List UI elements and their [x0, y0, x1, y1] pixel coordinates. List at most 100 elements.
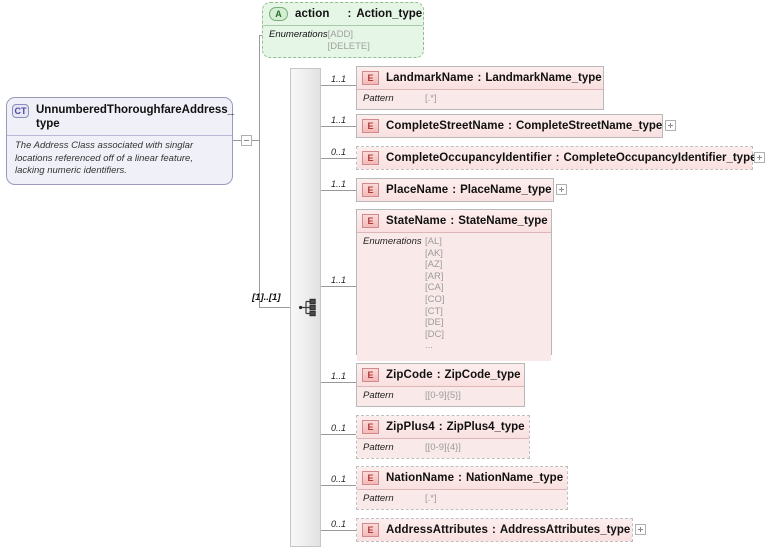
cardinality-element-2: 1..1: [331, 115, 347, 125]
connector-sequence-to-element-5: [319, 286, 356, 287]
element-facet-values: [[0-9]{4}]: [425, 442, 461, 453]
cardinality-element-5: 1..1: [331, 275, 347, 285]
attribute-name: action: [295, 8, 330, 20]
element-separator: :: [555, 152, 560, 164]
element-facet-label: Pattern: [363, 93, 394, 104]
attribute-separator: :: [347, 8, 352, 20]
cardinality-element-4: 1..1: [331, 179, 347, 189]
connector-sequence-to-element-7: [319, 434, 356, 435]
element-name: CompleteStreetName: [386, 120, 505, 132]
element-icon: E: [362, 420, 379, 434]
expand-toggle-completeoccupancyidentifier[interactable]: [754, 152, 765, 163]
element-node-addressattributes[interactable]: E AddressAttributes : AddressAttributes_…: [356, 518, 633, 542]
element-facet-values: [AL] [AK] [AZ] [AR] [CA] [CO] [CT] [DE] …: [425, 236, 445, 352]
element-separator: :: [458, 472, 462, 484]
element-type: ZipPlus4_type: [446, 421, 525, 433]
connector-sequence-to-element-9: [319, 530, 356, 531]
expand-toggle-addressattributes[interactable]: [635, 524, 646, 535]
connector-ct-to-toggle: [233, 140, 241, 141]
element-facet-label: Pattern: [363, 493, 394, 504]
connector-sequence-to-element-6: [319, 382, 356, 383]
element-header: E StateName : StateName_type: [357, 210, 551, 232]
element-facet-values: [.*]: [425, 93, 437, 104]
element-type: CompleteStreetName_type: [515, 120, 663, 132]
cardinality-element-9: 0..1: [331, 519, 347, 529]
connector-trunk-to-attribute: [259, 35, 264, 36]
element-header: E NationName : NationName_type: [357, 467, 567, 489]
element-separator: :: [436, 369, 441, 381]
complex-type-node[interactable]: CT UnnumberedThoroughfareAddress_ type T…: [6, 97, 235, 185]
attribute-node-action[interactable]: A action : Action_type Enumerations [ADD…: [262, 2, 424, 58]
element-facet: Pattern [.*]: [357, 489, 567, 509]
element-separator: :: [452, 184, 457, 196]
attribute-facet-values: [ADD] [DELETE]: [327, 29, 370, 52]
element-name: AddressAttributes: [386, 524, 489, 536]
element-separator: :: [492, 524, 496, 536]
element-name: CompleteOccupancyIdentifier: [386, 152, 552, 164]
sequence-icon: [298, 298, 318, 317]
element-header: E ZipPlus4 : ZipPlus4_type: [357, 416, 529, 438]
element-type: NationName_type: [465, 472, 564, 484]
cardinality-element-7: 0..1: [331, 423, 347, 433]
element-name: NationName: [386, 472, 455, 484]
element-name: StateName: [386, 215, 447, 227]
element-icon: E: [362, 523, 379, 537]
element-node-completestreetname[interactable]: E CompleteStreetName : CompleteStreetNam…: [356, 114, 663, 138]
connector-sequence-to-element-2: [319, 126, 356, 127]
element-node-completeoccupancyidentifier[interactable]: E CompleteOccupancyIdentifier : Complete…: [356, 146, 757, 170]
element-facet-values: [[0-9]{5}]: [425, 390, 461, 401]
element-node-zipplus4[interactable]: E ZipPlus4 : ZipPlus4_type Pattern [[0-9…: [356, 415, 530, 459]
cardinality-element-6: 1..1: [331, 371, 347, 381]
element-name: ZipPlus4: [386, 421, 435, 433]
complex-type-documentation: The Address Class associated with singla…: [7, 135, 232, 184]
element-header: E PlaceName : PlaceName_type: [357, 179, 553, 201]
expand-toggle-placename[interactable]: [556, 184, 567, 195]
element-icon: E: [362, 151, 379, 165]
element-header: E LandmarkName : LandmarkName_type: [357, 67, 603, 89]
complex-type-title: UnnumberedThoroughfareAddress_ type: [36, 104, 235, 130]
element-facet: Pattern [[0-9]{5}]: [357, 386, 524, 406]
element-icon: E: [362, 368, 379, 382]
attribute-facet-label: Enumerations: [269, 29, 328, 40]
element-node-statename[interactable]: E StateName : StateName_type Enumeration…: [356, 209, 552, 361]
element-facet: Pattern [[0-9]{4}]: [357, 438, 529, 458]
expand-toggle-completestreetname[interactable]: [665, 120, 676, 131]
attribute-header: A action : Action_type: [263, 3, 423, 25]
element-node-nationname[interactable]: E NationName : NationName_type Pattern […: [356, 466, 568, 510]
element-header: E CompleteOccupancyIdentifier : Complete…: [357, 147, 757, 169]
element-facet-values: [.*]: [425, 493, 437, 504]
collapse-toggle-complex-type[interactable]: [241, 135, 252, 146]
element-separator: :: [438, 421, 443, 433]
element-node-zipcode[interactable]: E ZipCode : ZipCode_type Pattern [[0-9]{…: [356, 363, 525, 407]
element-facet-label: Pattern: [363, 442, 394, 453]
element-header: E AddressAttributes : AddressAttributes_…: [357, 519, 632, 541]
complex-type-header: CT UnnumberedThoroughfareAddress_ type: [7, 98, 235, 135]
element-icon: E: [362, 471, 379, 485]
element-facet-label: Enumerations: [363, 236, 422, 247]
attribute-type: Action_type: [356, 8, 423, 20]
connector-sequence-to-element-4: [319, 190, 356, 191]
element-type: CompleteOccupancyIdentifier_type: [563, 152, 757, 164]
connector-sequence-to-element-1: [319, 85, 356, 86]
connector-trunk-to-sequence: [259, 307, 298, 308]
connector-toggle-to-trunk: [252, 140, 260, 141]
element-facet-label: Pattern: [363, 390, 394, 401]
connector-sequence-to-element-8: [319, 485, 356, 486]
element-node-landmarkname[interactable]: E LandmarkName : LandmarkName_type Patte…: [356, 66, 604, 110]
attribute-facet: Enumerations [ADD] [DELETE]: [263, 25, 423, 57]
element-name: LandmarkName: [386, 72, 474, 84]
element-icon: E: [362, 71, 379, 85]
cardinality-element-1: 1..1: [331, 74, 347, 84]
element-icon: E: [362, 119, 379, 133]
element-type: ZipCode_type: [444, 369, 521, 381]
element-type: LandmarkName_type: [485, 72, 602, 84]
element-type: AddressAttributes_type: [499, 524, 631, 536]
element-separator: :: [508, 120, 512, 132]
cardinality-element-3: 0..1: [331, 147, 347, 157]
element-header: E CompleteStreetName : CompleteStreetNam…: [357, 115, 662, 137]
element-node-placename[interactable]: E PlaceName : PlaceName_type: [356, 178, 554, 202]
attribute-icon: A: [269, 7, 288, 21]
element-separator: :: [477, 72, 482, 84]
connector-trunk-vertical: [259, 35, 260, 308]
